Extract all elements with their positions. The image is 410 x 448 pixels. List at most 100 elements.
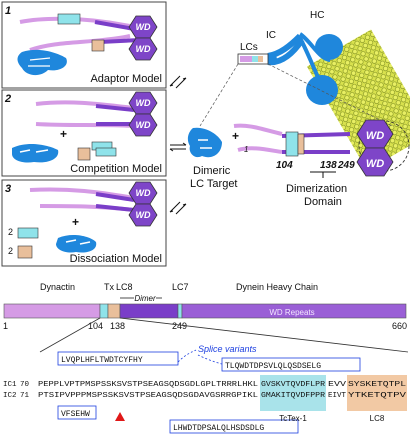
ic1-sequence-lc8: SYSKETQTPL [348,381,407,389]
wd-hexagon-bottom [356,147,394,177]
microtubule-lattice [306,29,410,171]
ic1-sequence-mid: EVV [328,381,347,389]
splice-connector [177,349,223,365]
dimeric-lc-target [17,49,67,76]
equilibrium-arrow-2 [169,142,187,152]
adaptor-model-label: Adaptor Model [90,73,162,85]
dimerization-bracket [310,171,336,178]
heavy-chain-label: Dynein Heavy Chain [236,282,318,292]
ic-zoom-detail: Dimeric LC Target + 1 104 138 249 WD WD … [187,119,410,208]
domain-label: Domain [304,196,342,208]
equilibrium-arrow-1 [169,75,187,89]
ic1-position: 70 [20,381,30,389]
tick-249: 249 [172,321,187,331]
lc8-light-chain [91,39,105,52]
splice-seq-bottom-right: LHWDTDPSALQLHSDSDLG [173,424,264,433]
dimeric-label: Dimeric [193,165,231,177]
splice-variants-label: Splice variants [198,344,257,354]
dynactin-segment [3,303,101,319]
tick-1: 1 [3,321,8,331]
tick-104: 104 [88,321,103,331]
hc-label: HC [310,10,324,21]
wd-label: WD [366,130,384,142]
ic2-label: IC2 [3,392,17,400]
splice-seq-bottom-left: VFSEHW [61,410,90,419]
wd-label: WD [136,210,151,220]
domain-bar: Dynactin Tx LC8 Dimer LC7 Dynein Heavy C… [3,282,409,353]
splice-box-bottom-right [169,419,299,434]
target-highlight [65,239,91,245]
plus-sign: + [60,127,67,141]
ic1-sequence-tctex: GVSKVTQVDFLPR [261,381,326,389]
dynein-complex: LCs IC HC [199,10,410,171]
wd-hexagon-bottom [128,37,158,61]
ic-chain-bottom [237,146,283,154]
panel-3-number: 3 [5,183,11,195]
lc7-label: LC7 [172,282,189,292]
wd-repeats-segment [181,303,407,319]
lc-target-label: LC Target [190,178,238,190]
residue-104-label: 104 [276,160,293,171]
ic1-sequence-main: PEPPLVPTPMSPSSKSVSTPSEAGSQDSGDLGPLTRRRLH… [38,381,259,389]
target-highlight [19,149,49,153]
ic-base [267,54,277,64]
ic-chain-top [29,187,135,200]
sequence-zoom-lines [39,317,409,353]
splice-box-top-left [57,351,179,366]
wd-label: WD [136,22,151,32]
splice-box-top-right [221,357,361,372]
target-highlight [28,57,51,67]
equilibrium-arrow-3 [169,201,187,215]
lc8-domain-label: LC8 [116,282,133,292]
tctex-light-chain [57,13,81,25]
lc-segment [252,56,258,62]
tx-label: Tx [104,282,114,292]
panel-dissociation-model: 3 + 2 2 WD WD Dissociation Model [1,179,167,267]
wd-label: WD [136,98,151,108]
ic-chain-top [233,123,283,136]
plus-sign: + [232,129,239,143]
lcs-label: LCs [240,42,258,53]
tctex-highlight [260,375,326,411]
red-marker-triangle [115,412,125,421]
competition-model-label: Competition Model [70,163,162,175]
ic2-sequence-main: PTSIPVPPPMSPSSKSVSTPSEAGSQDSGDAVGSRRGPIK… [38,392,259,400]
cyan-count: 2 [8,227,13,237]
dimer-segment [119,303,179,319]
sequence-alignment: LVQPLHFLTWDTCYFHY Splice variants TLQWDT… [3,344,407,434]
lc8-light-chain [17,245,33,259]
ic-chain-top [35,100,135,110]
lc7-segment [177,303,183,319]
ic2-position: 71 [20,392,30,400]
wd-label: WD [136,44,151,54]
splice-seq-top-left: LVQPLHFLTWDTCYFHY [61,356,143,365]
plus-sign: + [72,215,79,229]
panel-competition-model: 2 + WD WD Competition Model [1,89,167,177]
residue-138-label: 138 [320,160,337,171]
ic2-sequence-lc8: YTKETQTPV [348,392,407,400]
tan-count: 2 [8,246,13,256]
lc8-segment [107,303,121,319]
tctex-light-chain [17,227,39,239]
splice-box-bottom-left [57,405,97,420]
equilibrium-arrows [169,75,187,215]
tick-138: 138 [110,321,125,331]
lc-segment [258,56,263,62]
dimeric-lc-target [12,144,59,163]
panel-2-number: 2 [4,93,11,105]
wd-hexagon-bottom [128,113,158,137]
panel-1-number: 1 [5,5,11,17]
tctex-label: TcTex-1 [279,414,307,423]
tick-660: 660 [392,321,407,331]
lc-segment [240,56,252,62]
lc8-highlight [347,375,407,411]
tctex-segment [99,303,109,319]
target-highlight [198,139,212,149]
ic2-sequence-tctex: GMAKITQVDFPPR [261,392,326,400]
residue-249-label: 249 [337,160,355,171]
splice-seq-top-right: TLQWDTDPSVLQLQSDSELG [225,362,321,371]
dimer-label: Dimer [134,294,156,303]
lc8-light-chain [297,133,305,155]
ic1-label: IC1 [3,381,17,389]
